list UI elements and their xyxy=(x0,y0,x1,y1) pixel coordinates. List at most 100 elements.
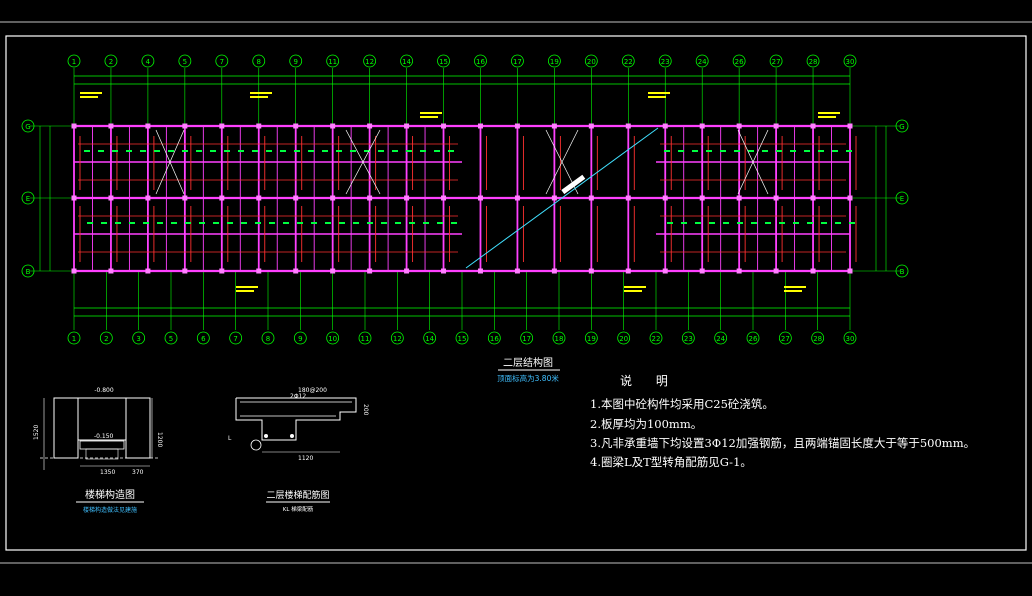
column xyxy=(71,268,77,274)
grid-bubble-top xyxy=(437,54,450,68)
rebar-tag xyxy=(115,222,121,224)
rebar-tag xyxy=(353,222,359,224)
rebar-tag xyxy=(87,222,93,224)
grid-bubble-row-label: G xyxy=(25,123,30,131)
grid-bubble-top xyxy=(252,54,266,68)
rebar-tag xyxy=(751,222,757,224)
column xyxy=(441,195,447,201)
grid-bubble-top-label: 11 xyxy=(328,58,337,66)
stair-wall-right xyxy=(125,397,151,459)
stair-elev-top: -0.800 xyxy=(94,387,114,394)
beam-spec-label xyxy=(250,92,272,94)
rebar-tag xyxy=(308,150,314,152)
column xyxy=(219,268,225,274)
stair-elev-mid: -0.150 xyxy=(94,433,114,440)
note-item-2: 2.板厚均为100mm。 xyxy=(590,417,703,431)
rebar-tag xyxy=(350,150,356,152)
rebar-tag xyxy=(185,222,191,224)
detail2-note: KL 梯梁配筋 xyxy=(283,505,314,513)
rebar-tag xyxy=(832,150,838,152)
grid-bubble-row-label: B xyxy=(900,268,905,276)
grid-bubble-row xyxy=(21,264,35,278)
rebar-tag xyxy=(210,150,216,152)
grid-bubble-bottom-label: 15 xyxy=(458,335,467,343)
note-item-1: 1.本图中砼构件均采用C25砼浇筑。 xyxy=(590,397,774,411)
stair-dim-right: 370 xyxy=(132,469,144,476)
column xyxy=(441,268,447,274)
grid-bubble-bottom xyxy=(423,331,437,345)
rebar-tag xyxy=(171,222,177,224)
grid-bubble-bottom-label: 16 xyxy=(490,335,499,343)
rebar-tag xyxy=(224,150,230,152)
column xyxy=(330,268,336,274)
column xyxy=(588,195,594,201)
grid-bubble-bottom-label: 17 xyxy=(522,335,531,343)
grid-bubble-top xyxy=(474,54,487,68)
column xyxy=(108,123,114,129)
grid-bubble-row-label: E xyxy=(900,195,904,203)
column xyxy=(699,195,705,201)
grid-bubble-bottom-label: 22 xyxy=(652,335,661,343)
grid-bubble-bottom-label: 2 xyxy=(104,335,108,343)
grid-bubble-bottom xyxy=(811,331,825,345)
rebar-tag xyxy=(112,150,118,152)
rebar-tag xyxy=(451,222,457,224)
rebar-tag xyxy=(255,222,261,224)
column xyxy=(293,195,299,201)
beam-spec-label xyxy=(420,116,438,118)
column xyxy=(810,195,816,201)
column xyxy=(71,195,77,201)
rebar-tag xyxy=(776,150,782,152)
column xyxy=(108,268,114,274)
column xyxy=(477,195,483,201)
grid-bubble-top xyxy=(658,54,672,68)
grid-bubble-bottom xyxy=(455,331,469,345)
rebar-tag xyxy=(765,222,771,224)
column xyxy=(145,195,151,201)
column xyxy=(219,195,225,201)
column xyxy=(404,123,410,129)
column xyxy=(145,268,151,274)
grid-bubble-top xyxy=(178,54,192,68)
rebar-tag xyxy=(734,150,740,152)
stair-cross xyxy=(545,129,579,195)
rebar-tag xyxy=(434,150,440,152)
column xyxy=(699,123,705,129)
grid-bubble-top xyxy=(547,54,561,68)
grid-bubble-bottom xyxy=(617,331,631,345)
rebar-tag xyxy=(846,150,852,152)
column xyxy=(256,195,262,201)
diagonal-label xyxy=(561,174,586,195)
rebar-tag xyxy=(280,150,286,152)
stair-cross xyxy=(737,129,769,195)
grid-bubble-bottom xyxy=(132,331,146,345)
column xyxy=(108,195,114,201)
grid-bubble-top-label: 7 xyxy=(220,58,224,66)
column xyxy=(367,195,373,201)
structural-plan xyxy=(30,68,900,330)
beam-spec-label: L xyxy=(228,435,232,442)
rebar-tag xyxy=(252,150,258,152)
rebar-tag xyxy=(378,150,384,152)
column xyxy=(293,123,299,129)
beam-spec-label xyxy=(784,290,802,292)
rebar-tag xyxy=(196,150,202,152)
rebar-tag xyxy=(720,150,726,152)
rebar-tag xyxy=(706,150,712,152)
rebar-tag xyxy=(213,222,219,224)
grid-bubble-top-label: 2 xyxy=(109,58,113,66)
column xyxy=(588,268,594,274)
grid-bubble-bottom-label: 10 xyxy=(328,335,337,343)
column xyxy=(367,123,373,129)
rebar-tag xyxy=(667,222,673,224)
grid-bubble-bottom xyxy=(552,331,566,345)
grid-bubble-top xyxy=(843,54,857,68)
grid-bubble-bottom xyxy=(358,331,372,345)
grid-bubble-top-label: 14 xyxy=(402,58,411,66)
grid-bubble-bottom-label: 12 xyxy=(393,335,402,343)
grid-bubble-bottom xyxy=(778,331,792,345)
beam-spec-rebar: 2Φ12 xyxy=(290,393,306,400)
grid-bubble-bottom-label: 24 xyxy=(716,335,725,343)
rebar-tag xyxy=(168,150,174,152)
